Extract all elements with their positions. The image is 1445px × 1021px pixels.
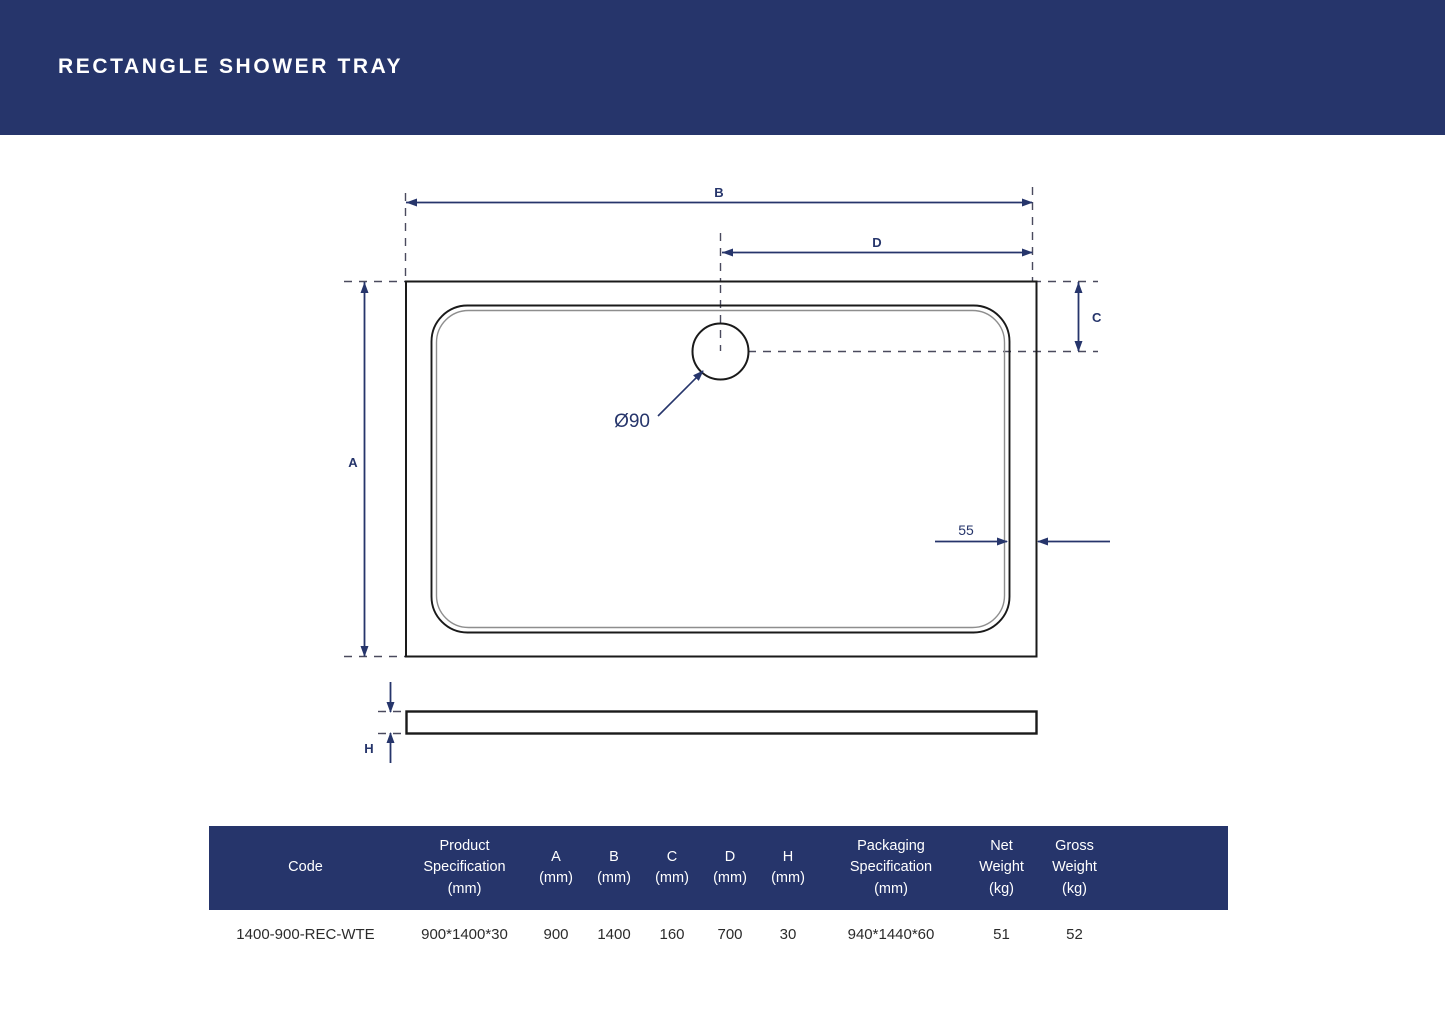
drain-diameter-label: Ø90 [614, 411, 650, 432]
column-header-b: B (mm) [585, 826, 643, 910]
technical-drawing: B D A C H [0, 135, 1445, 805]
column-header-code: Code [209, 826, 402, 910]
dimension-lip-55: 55 [935, 522, 1110, 546]
page-header-band: RECTANGLE SHOWER TRAY [0, 0, 1445, 135]
packaging-spec-line-3: (mm) [874, 880, 908, 897]
column-header-a: A (mm) [527, 826, 585, 910]
gross-weight-line-2: Weight [1052, 859, 1097, 876]
column-header-spacer [1111, 826, 1228, 910]
cell-net-weight: 51 [993, 925, 1010, 943]
gross-weight-line-1: Gross [1055, 838, 1094, 854]
shower-tray-drawing-svg: B D A C H [344, 185, 1110, 763]
cell-a: 900 [543, 925, 569, 943]
dimension-a: A [348, 282, 369, 657]
column-header-d: D (mm) [701, 826, 759, 910]
dimension-d: D [722, 235, 1033, 257]
cell-h: 30 [779, 925, 797, 943]
specification-table: Code Product Specification (mm) A (mm) B… [209, 826, 1228, 953]
product-spec-line-1: Product [439, 838, 490, 854]
dimension-c: C [1074, 282, 1102, 352]
tray-inner-outline-inner [435, 309, 1006, 629]
packaging-spec-line-2: Specification [849, 859, 933, 876]
column-header-h-unit: (mm) [771, 869, 805, 886]
column-header-c-letter: C [666, 848, 678, 865]
net-weight-line-2: Weight [979, 859, 1024, 876]
column-header-net-weight: Net Weight (kg) [965, 826, 1038, 910]
cell-b: 1400 [597, 925, 631, 943]
column-header-h: H (mm) [759, 826, 817, 910]
cell-packaging-specification: 940*1440*60 [847, 925, 935, 943]
cell-gross-weight: 52 [1066, 925, 1083, 943]
cell-spacer [1111, 910, 1228, 953]
dimension-c-label: C [1092, 310, 1102, 325]
cell-d: 700 [717, 925, 743, 943]
tray-inner-outline-outer [430, 304, 1011, 634]
table-header-row: Code Product Specification (mm) A (mm) B… [209, 826, 1228, 910]
gross-weight-line-3: (kg) [1062, 880, 1087, 897]
column-header-c-unit: (mm) [655, 869, 689, 886]
packaging-spec-line-1: Packaging [857, 838, 925, 854]
net-weight-line-1: Net [990, 838, 1013, 854]
dimension-b: B [406, 185, 1033, 207]
drain-diameter-callout: Ø90 [614, 370, 704, 432]
cell-c: 160 [659, 925, 685, 943]
column-header-packaging-specification: Packaging Specification (mm) [817, 826, 965, 910]
table-row: 1400-900-REC-WTE 900*1400*30 900 1400 16… [209, 910, 1228, 953]
dimension-a-label: A [348, 455, 358, 470]
tray-side-profile [405, 710, 1038, 735]
dimension-lip-55-label: 55 [958, 522, 974, 538]
cell-code: 1400-900-REC-WTE [236, 925, 375, 943]
dimension-h: H [364, 682, 395, 763]
column-header-gross-weight: Gross Weight (kg) [1038, 826, 1111, 910]
construction-lines [344, 187, 1098, 735]
column-header-h-letter: H [782, 848, 794, 865]
drain-hole-circle [691, 322, 750, 381]
column-header-b-letter: B [609, 848, 619, 865]
page-title: RECTANGLE SHOWER TRAY [58, 55, 404, 78]
dimension-d-label: D [872, 235, 881, 250]
column-header-a-letter: A [551, 848, 561, 865]
column-header-d-letter: D [724, 848, 736, 865]
column-header-b-unit: (mm) [597, 869, 631, 886]
cell-product-specification: 900*1400*30 [421, 925, 508, 943]
column-header-code-text: Code [288, 859, 323, 876]
dimension-b-label: B [714, 185, 723, 200]
dimension-h-label: H [364, 741, 373, 756]
column-header-product-specification: Product Specification (mm) [402, 826, 527, 910]
product-spec-line-2: Specification [423, 859, 506, 876]
product-spec-line-3: (mm) [447, 880, 482, 897]
column-header-a-unit: (mm) [539, 869, 573, 886]
tray-outer-outline [405, 280, 1038, 658]
net-weight-line-3: (kg) [989, 880, 1014, 897]
column-header-c: C (mm) [643, 826, 701, 910]
column-header-d-unit: (mm) [713, 869, 747, 886]
